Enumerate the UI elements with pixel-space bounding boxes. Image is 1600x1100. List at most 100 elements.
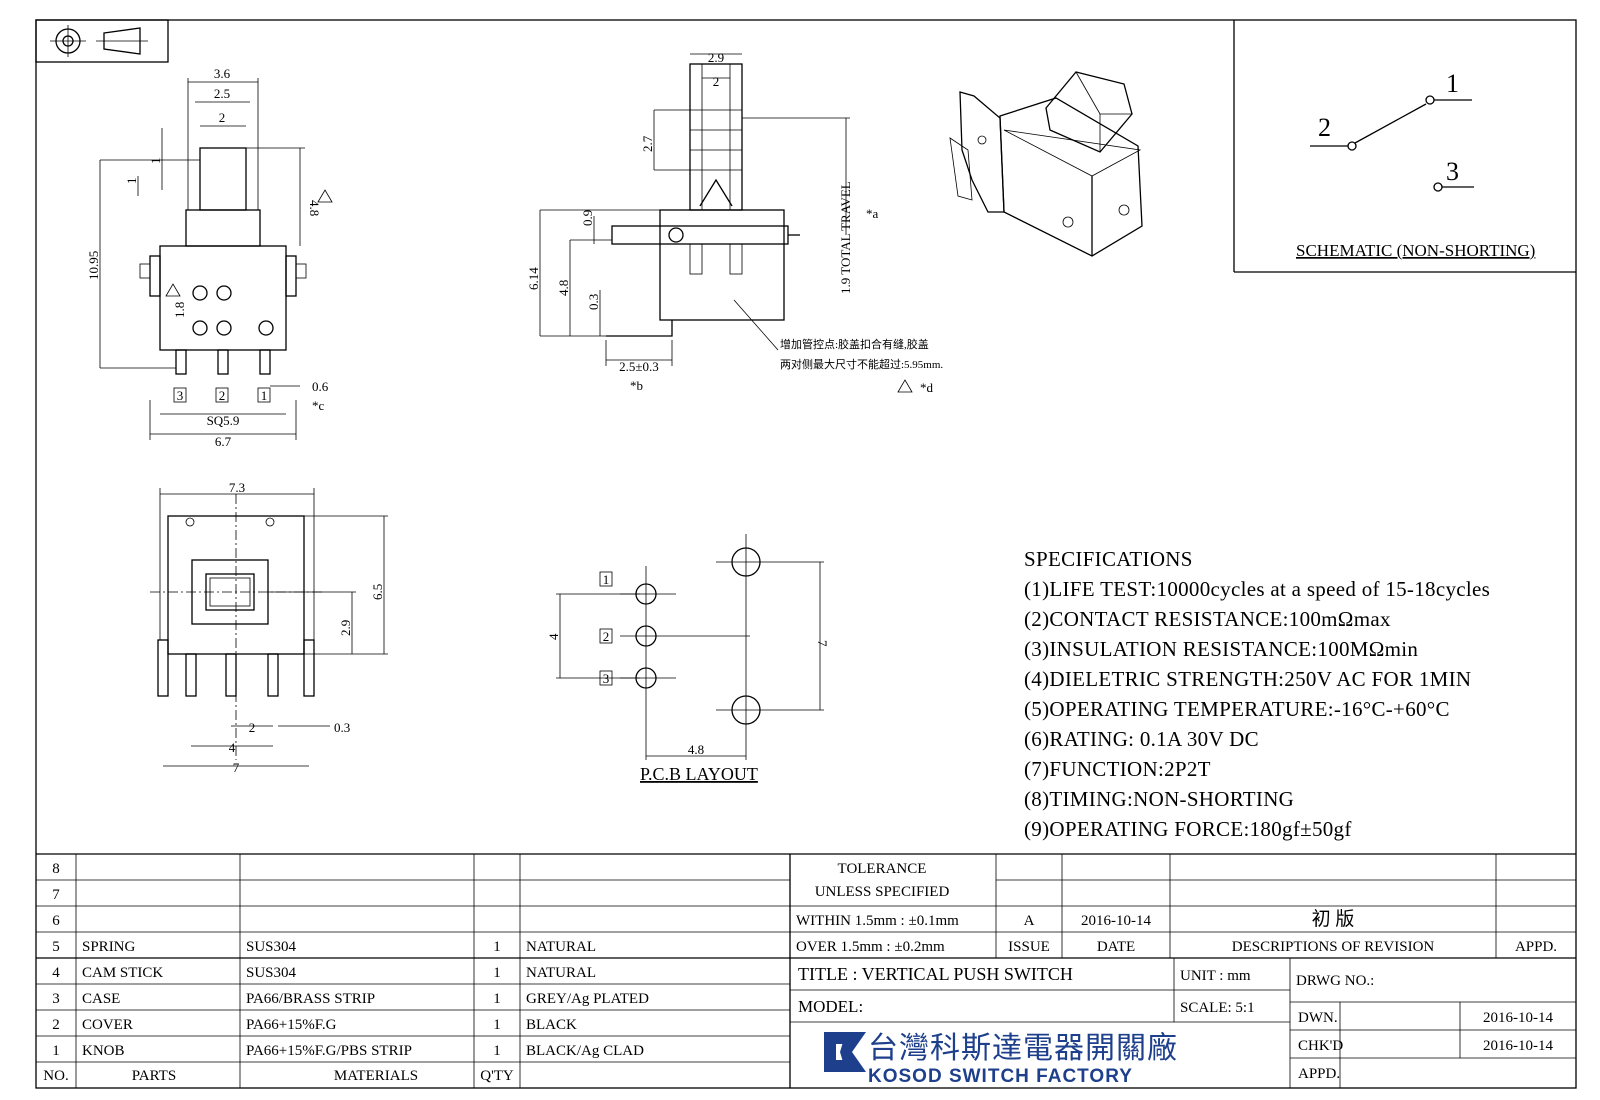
tolerance-line-1: TOLERANCE [838, 861, 927, 877]
annotation-line-1: 增加管控点:胶盖扣合有缝,胶盖 [780, 337, 929, 351]
row-no-1: 1 [52, 1043, 60, 1059]
row-no-6: 6 [52, 913, 60, 929]
spec-item-9: (9)OPERATING FORCE:180gf±50gf [1024, 817, 1352, 841]
isometric-view [949, 71, 1143, 257]
row-qty-5: 1 [493, 939, 501, 955]
pin-label-2: 2 [219, 388, 226, 403]
spec-item-8: (8)TIMING:NON-SHORTING [1024, 787, 1294, 811]
row-material-4: SUS304 [246, 965, 297, 981]
spec-item-7: (7)FUNCTION:2P2T [1024, 757, 1211, 781]
dwn-label: DWN. [1298, 1010, 1338, 1026]
dim-pcb-7: 7 [815, 640, 830, 647]
revision-issue: A [1024, 913, 1035, 929]
note-b: *b [630, 378, 643, 393]
pcb-layout: 1 2 3 4 7 4.8 P.C.B LAYOUT [546, 534, 830, 784]
schematic-terminal-2: 2 [1318, 113, 1331, 142]
spec-item-1: (1)LIFE TEST:10000cycles at a speed of 1… [1024, 577, 1490, 601]
unit: UNIT : mm [1180, 968, 1251, 984]
dim-side-2-9: 2.9 [708, 50, 724, 65]
kosod-logo-icon [824, 1032, 866, 1072]
tolerance-within: WITHIN 1.5mm : ±0.1mm [796, 913, 959, 929]
dim-top-2: 2 [219, 110, 226, 125]
spec-item-2: (2)CONTACT RESISTANCE:100mΩmax [1024, 607, 1391, 631]
first-angle-projection-icon [50, 25, 148, 57]
row-part-5: SPRING [82, 939, 136, 955]
dim-side-2: 2 [713, 74, 720, 89]
spec-item-4: (4)DIELETRIC STRENGTH:250V AC FOR 1MIN [1024, 667, 1471, 691]
revision-triangle-icon [165, 189, 333, 297]
header-materials: MATERIALS [334, 1068, 418, 1084]
note-d: *d [920, 380, 934, 395]
row-no-5: 5 [52, 939, 60, 955]
specifications: SPECIFICATIONS (1)LIFE TEST:10000cycles … [1024, 547, 1490, 841]
row-finish-5: NATURAL [526, 939, 596, 955]
pcb-pin-1: 1 [603, 572, 610, 587]
dim-total-travel: 1.9 TOTAL TRAVEL [838, 181, 853, 294]
pin-label-1: 1 [261, 388, 268, 403]
header-no: NO. [43, 1068, 68, 1084]
header-qty: Q'TY [480, 1068, 514, 1084]
dim-side-2-5: 2.5±0.3 [619, 359, 659, 374]
desc-label: DESCRIPTIONS OF REVISION [1232, 939, 1435, 955]
appd-label: APPD. [1515, 939, 1557, 955]
row-material-5: SUS304 [246, 939, 297, 955]
appd2-label: APPD. [1298, 1066, 1340, 1082]
row-material-1: PA66+15%F.G/PBS STRIP [246, 1043, 412, 1059]
dim-side-4-8: 4.8 [556, 280, 571, 296]
row-finish-4: NATURAL [526, 965, 596, 981]
row-part-4: CAM STICK [82, 965, 163, 981]
company-name-cn: 台灣科斯達電器開關廠 [868, 1031, 1178, 1066]
dwn-date: 2016-10-14 [1483, 1010, 1553, 1026]
dim-top-width: 3.6 [214, 66, 231, 81]
dim-pcb-4-8: 4.8 [688, 742, 704, 757]
dim-front-6-5: 6.5 [370, 584, 385, 600]
date-label: DATE [1097, 939, 1135, 955]
spec-item-5: (5)OPERATING TEMPERATURE:-16°C-+60°C [1024, 697, 1450, 721]
note-c: *c [312, 398, 325, 413]
row-finish-3: GREY/Ag PLATED [526, 991, 649, 1007]
dim-top-4-8: 4.8 [307, 200, 322, 216]
dim-top-1-8: 1.8 [172, 302, 187, 318]
revision-triangle-icon [897, 379, 913, 393]
dim-top-sq: SQ5.9 [207, 413, 240, 428]
dim-side-0-3: 0.3 [586, 294, 601, 310]
dim-front-4: 4 [229, 740, 236, 755]
dim-top-1a: 1 [148, 158, 163, 165]
note-a: *a [866, 206, 879, 221]
top-view: 3.6 2.5 2 1 1 4.8 10.95 1.8 0.6 SQ5.9 6.… [86, 66, 333, 449]
revision-description: 初 版 [1312, 908, 1355, 930]
revision-date: 2016-10-14 [1081, 913, 1151, 929]
parts-table: 8 7 6 5 SPRING SUS304 1 NATURAL 4 CAM ST… [36, 853, 1576, 1088]
pin-label-3: 3 [177, 388, 184, 403]
dim-front-2-9: 2.9 [338, 620, 353, 636]
row-part-2: COVER [82, 1017, 133, 1033]
dim-top-height: 10.95 [86, 251, 101, 280]
chkd-date: 2016-10-14 [1483, 1038, 1553, 1054]
dim-side-2-7: 2.7 [640, 135, 655, 152]
dim-front-2: 2 [249, 720, 256, 735]
row-qty-1: 1 [493, 1043, 501, 1059]
dim-side-0-9: 0.9 [580, 210, 595, 226]
side-view: 2.9 2 2.7 0.9 6.14 4.8 0.3 2.5±0.3 1.9 T… [526, 50, 943, 395]
pcb-label: P.C.B LAYOUT [640, 764, 758, 784]
spec-item-6: (6)RATING: 0.1A 30V DC [1024, 727, 1259, 751]
dim-top-2-5: 2.5 [214, 86, 230, 101]
company-name-en: KOSOD SWITCH FACTORY [868, 1066, 1133, 1087]
sheet-border [35, 19, 1577, 1089]
row-part-3: CASE [82, 991, 120, 1007]
projection-symbol [35, 19, 169, 63]
drwg-no: DRWG NO.: [1296, 973, 1374, 989]
issue-label: ISSUE [1008, 939, 1050, 955]
tolerance-line-2: UNLESS SPECIFIED [815, 884, 950, 900]
schematic-terminal-1: 1 [1446, 69, 1459, 98]
annotation-line-2: 两对侧最大尺寸不能超过:5.95mm. [780, 357, 943, 371]
dim-top-6-7: 6.7 [215, 434, 232, 449]
dim-front-0-3: 0.3 [334, 720, 350, 735]
row-no-7: 7 [52, 887, 60, 903]
row-part-1: KNOB [82, 1043, 125, 1059]
spec-title: SPECIFICATIONS [1024, 547, 1193, 571]
row-no-8: 8 [52, 861, 60, 877]
row-material-3: PA66/BRASS STRIP [246, 991, 375, 1007]
header-parts: PARTS [132, 1068, 176, 1084]
